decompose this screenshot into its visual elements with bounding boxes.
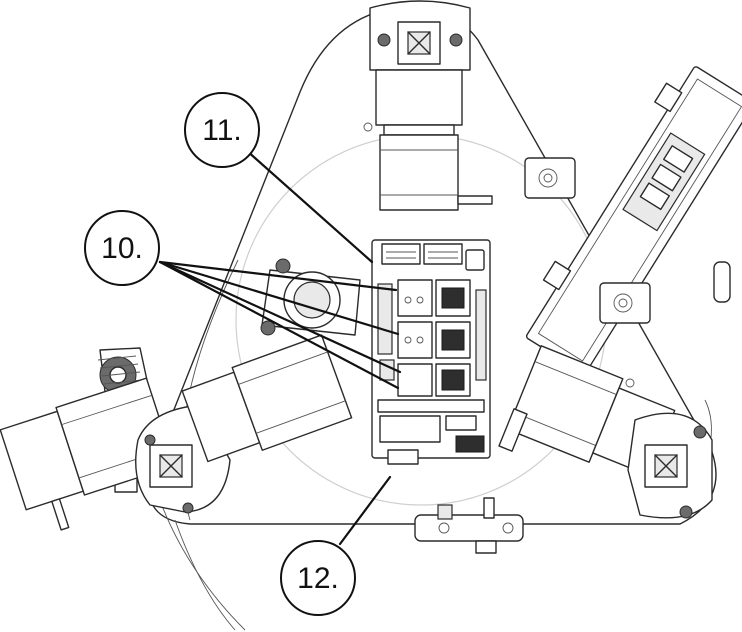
callout-11-label: 11. (202, 114, 241, 147)
psu-brackets (524, 157, 731, 324)
stepper-motor-top (369, 0, 493, 211)
pulley-assembly (260, 258, 361, 336)
power-supply-unit (525, 66, 742, 374)
right-corner-bracket (498, 408, 713, 519)
spool-bracket (414, 497, 524, 554)
callout-12-label: 12. (297, 562, 339, 595)
callout-11: 11. (184, 92, 260, 168)
stepper-driver-modules (397, 279, 471, 397)
leader-12 (338, 475, 392, 546)
leader-10-c (158, 260, 402, 374)
callout-12: 12. (280, 540, 356, 616)
callout-10-label: 10. (101, 232, 143, 265)
leader-lines (158, 148, 402, 546)
leader-10-a (158, 260, 398, 292)
leader-10-b (158, 260, 400, 336)
callout-10: 10. (84, 210, 160, 286)
left-carriage-motor (181, 334, 353, 463)
controller-board (371, 239, 491, 465)
leader-11 (244, 148, 374, 264)
leader-10-d (158, 260, 400, 390)
